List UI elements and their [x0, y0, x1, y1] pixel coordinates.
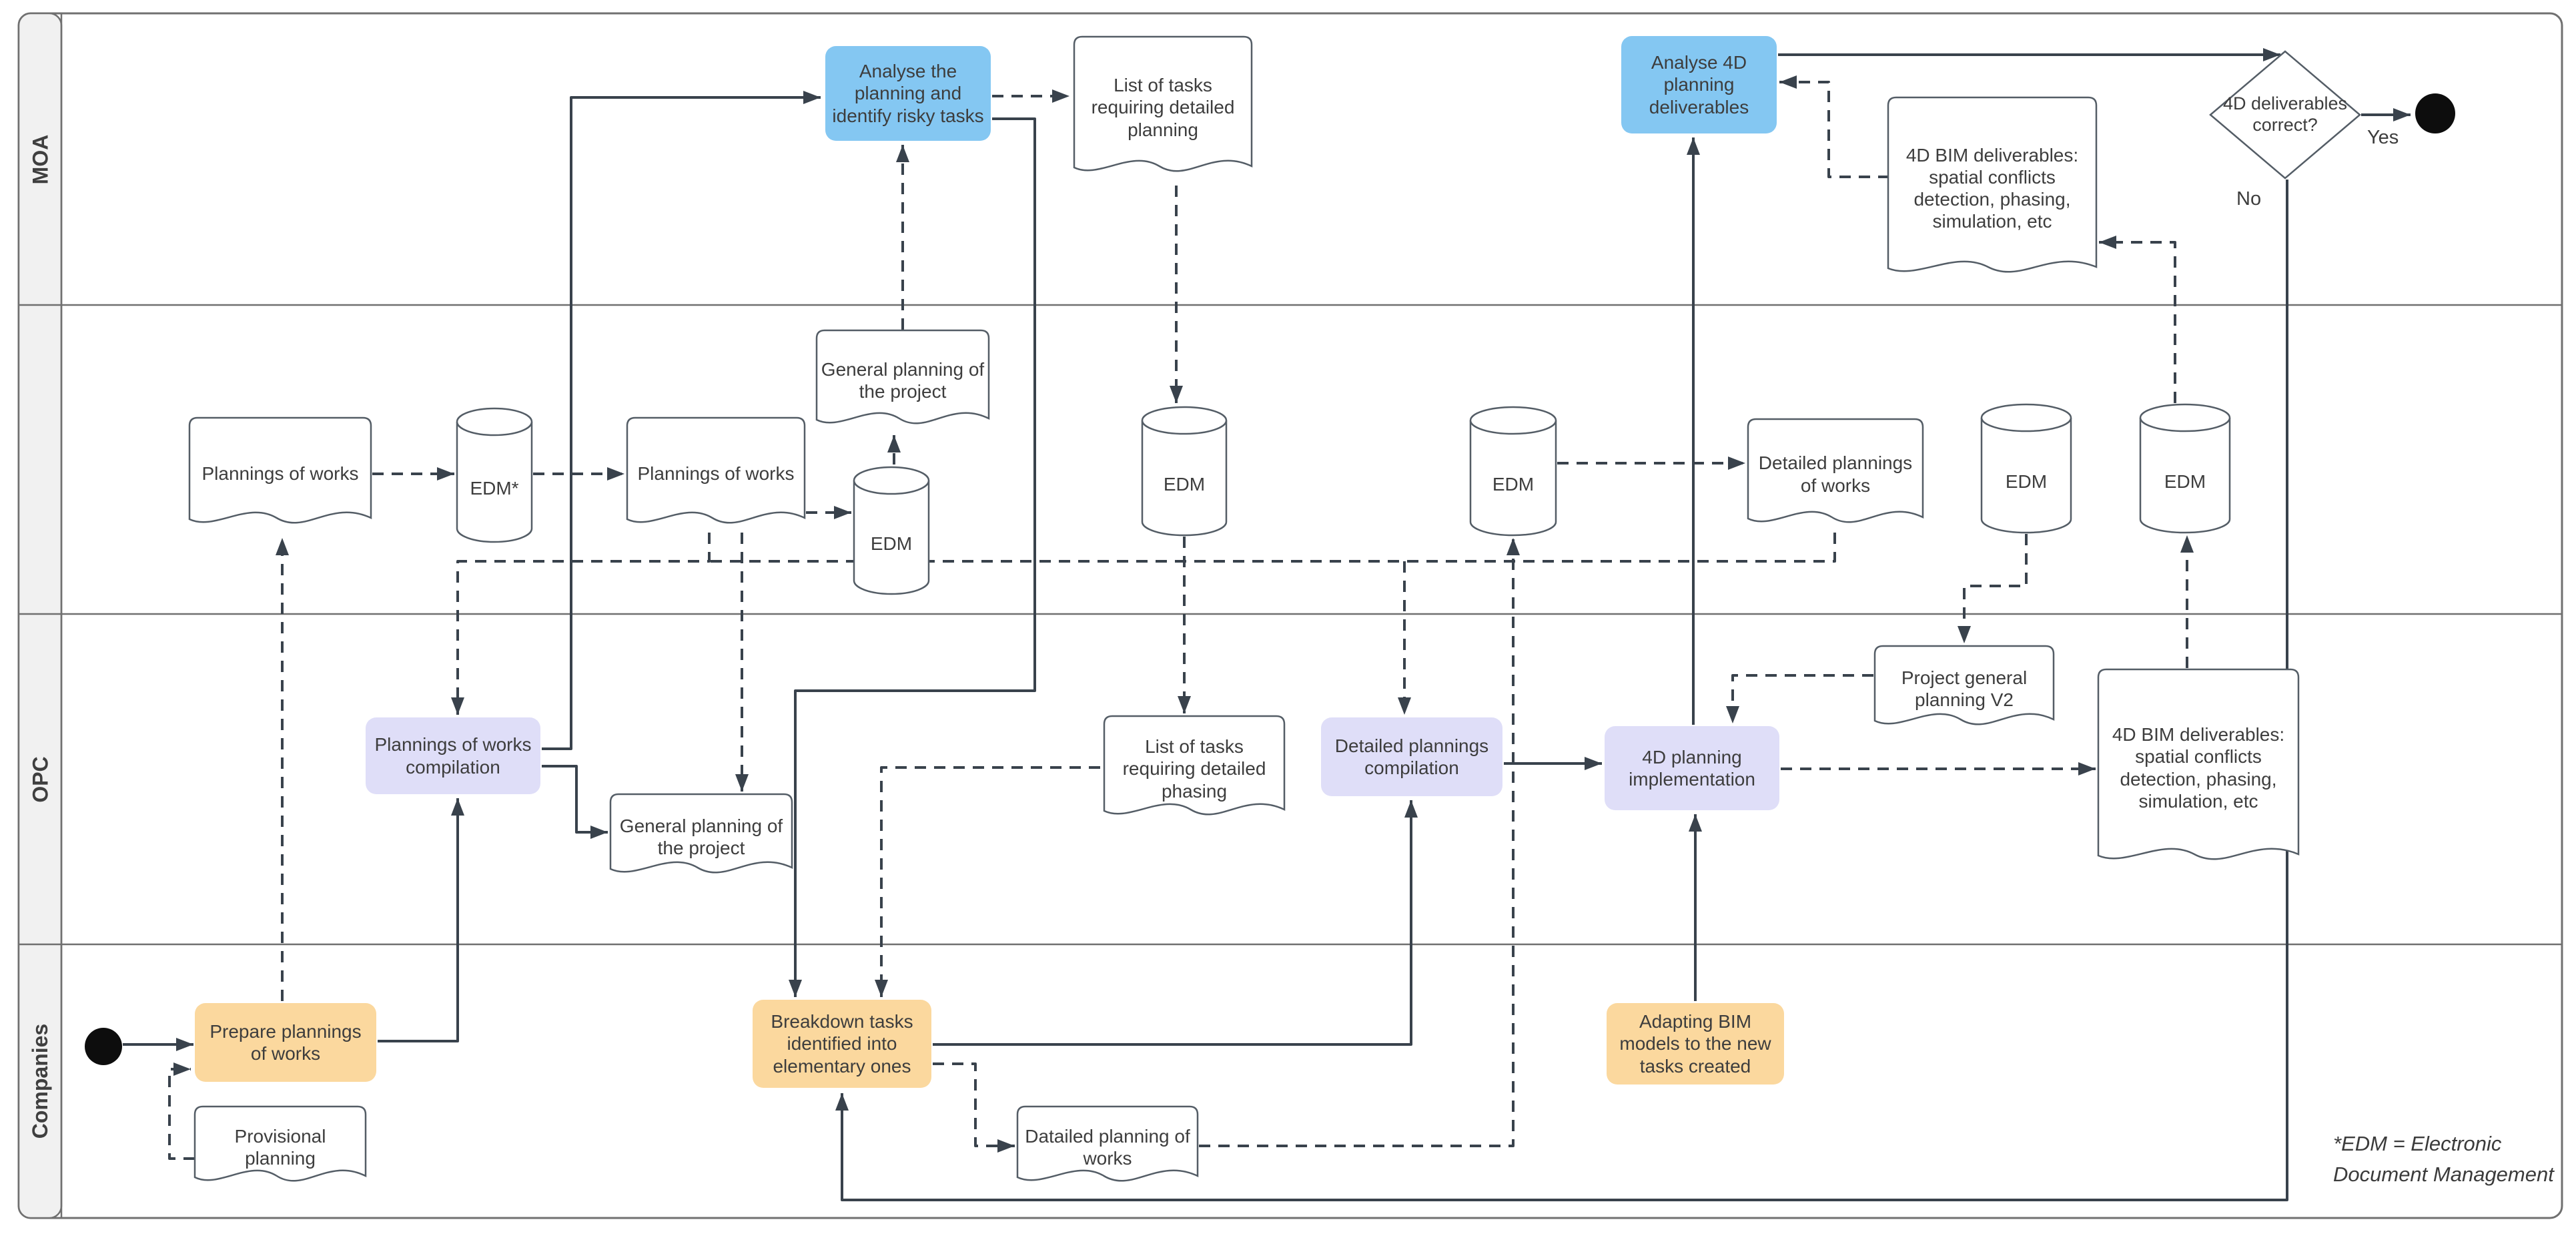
task-adapting-bim-shape[interactable] — [1607, 1003, 1784, 1085]
start-event-shape[interactable] — [85, 1028, 122, 1065]
doc-project-general-planning-v2[interactable]: Project general planning V2 — [1901, 667, 2028, 710]
datastore-edm-4[interactable]: EDM — [1492, 474, 1535, 495]
doc-list-tasks-detailed-phasing-shape[interactable] — [1103, 715, 1286, 816]
doc-4d-bim-deliverables-moa-shape[interactable] — [1887, 96, 2098, 273]
task-analyse-planning[interactable]: Analyse the planning and identify risky … — [832, 61, 984, 126]
label-no: No — [2236, 188, 2262, 210]
edge-breakdown-to-detailed-compilation — [933, 800, 1418, 1046]
doc-4d-bim-deliverables-moa[interactable]: 4D BIM deliverables: spatial conflicts d… — [1905, 144, 2079, 232]
datastore-edm-2-shape[interactable] — [853, 466, 930, 595]
task-prepare-plannings-shape[interactable] — [195, 1003, 376, 1082]
doc-provisional-planning[interactable]: Provisional planning — [234, 1125, 326, 1169]
edge-edm5-to-planning-v2 — [1958, 534, 2028, 643]
doc-4d-bim-deliverables-opc[interactable]: 4D BIM deliverables: spatial conflicts d… — [2112, 724, 2285, 812]
lane-label-edm-row — [19, 305, 61, 614]
edge-bim-moa-to-analyse-4d — [1779, 75, 1889, 178]
task-4d-planning-implementation-shape[interactable] — [1605, 726, 1779, 810]
doc-4d-bim-deliverables-opc-shape[interactable] — [2097, 668, 2300, 860]
task-prepare-plannings[interactable]: Prepare plannings of works — [209, 1020, 362, 1064]
edge-compilation-to-general-planning-opc — [542, 765, 608, 839]
end-event-shape[interactable] — [2415, 93, 2455, 133]
edge-analyse-to-breakdown — [789, 117, 1036, 997]
edge-list-tasks-phasing-to-breakdown — [875, 766, 1100, 997]
doc-list-tasks-detailed-phasing[interactable]: List of tasks requiring detailed phasing — [1122, 736, 1266, 802]
edge-edm6-to-bim-moa — [2099, 236, 2176, 403]
datastore-edm-5-shape[interactable] — [1980, 403, 2072, 534]
task-detailed-plannings-compilation[interactable]: Detailed plannings compilation — [1334, 735, 1489, 778]
doc-general-planning-opc[interactable]: General planning of the project — [619, 815, 783, 858]
doc-detailed-plannings-of-works[interactable]: Detailed plannings of works — [1758, 452, 1913, 496]
doc-provisional-planning-shape[interactable] — [193, 1105, 367, 1182]
doc-datailed-planning-of-works[interactable]: Datailed planning of works — [1025, 1125, 1190, 1169]
edge-provisional-to-prepare — [168, 1062, 195, 1160]
pool-border — [17, 12, 2563, 1219]
doc-list-tasks-detailed-planning-shape[interactable] — [1073, 35, 1253, 172]
task-4d-planning-implementation[interactable]: 4D planning implementation — [1629, 746, 1755, 790]
edge-plannings2-to-compilation — [451, 533, 711, 715]
lane-label-opc: OPC — [27, 755, 52, 803]
task-analyse-4d-deliverables-shape[interactable] — [1621, 36, 1777, 133]
task-breakdown-tasks[interactable]: Breakdown tasks identified into elementa… — [771, 1011, 913, 1076]
doc-detailed-plannings-of-works-shape[interactable] — [1747, 418, 1924, 523]
datastore-edm-5[interactable]: EDM — [2005, 471, 2048, 493]
label-yes: Yes — [2367, 127, 2399, 148]
edge-planning-v2-to-implementation — [1726, 674, 1873, 723]
doc-plannings-of-works-2[interactable]: Plannings of works — [637, 463, 795, 485]
datastore-edm-3-shape[interactable] — [1141, 406, 1228, 537]
datastore-edm-4-shape[interactable] — [1469, 406, 1557, 537]
doc-plannings-of-works-1[interactable]: Plannings of works — [201, 463, 359, 485]
datastore-edm-6[interactable]: EDM — [2164, 471, 2206, 493]
task-breakdown-tasks-shape[interactable] — [753, 1000, 931, 1088]
lane-label-moa: MOA — [27, 134, 52, 184]
edge-breakdown-to-datailed-planning — [933, 1062, 1015, 1153]
edge-compilation-to-analyse — [542, 91, 821, 750]
gateway-4d-deliverables-correct[interactable]: 4D deliverables correct? — [2222, 93, 2348, 135]
footnote-line2: Document Management — [2333, 1163, 2554, 1186]
doc-list-tasks-detailed-planning[interactable]: List of tasks requiring detailed plannin… — [1091, 75, 1235, 140]
doc-general-planning-edm-shape[interactable] — [815, 329, 990, 424]
gateway-4d-deliverables-correct-shape[interactable] — [2209, 50, 2361, 180]
edge-datailed-planning-to-edm4 — [1199, 538, 1520, 1147]
datastore-edm-6-shape[interactable] — [2139, 403, 2231, 534]
edge-detailed-plannings-distribution — [709, 533, 1836, 563]
datastore-edm-2[interactable]: EDM — [870, 533, 913, 555]
footnote-line1: *EDM = Electronic — [2333, 1132, 2502, 1155]
doc-plannings-of-works-2-shape[interactable] — [626, 416, 806, 524]
task-adapting-bim[interactable]: Adapting BIM models to the new tasks cre… — [1619, 1011, 1771, 1076]
datastore-edm-3[interactable]: EDM — [1163, 474, 1206, 495]
task-detailed-plannings-compilation-shape[interactable] — [1321, 717, 1502, 796]
task-analyse-planning-shape[interactable] — [825, 46, 991, 141]
datastore-edm-main[interactable]: EDM* — [470, 478, 519, 499]
doc-general-planning-opc-shape[interactable] — [609, 793, 793, 874]
doc-project-general-planning-v2-shape[interactable] — [1873, 645, 2055, 725]
lane-label-companies: Companies — [27, 1023, 52, 1139]
datastore-edm-main-shape[interactable] — [456, 407, 533, 543]
task-analyse-4d-deliverables[interactable]: Analyse 4D planning deliverables — [1649, 52, 1749, 117]
doc-plannings-of-works-1-shape[interactable] — [188, 416, 372, 524]
doc-general-planning-edm[interactable]: General planning of the project — [821, 358, 985, 402]
task-plannings-compilation[interactable]: Plannings of works compilation — [374, 734, 532, 778]
task-plannings-compilation-shape[interactable] — [366, 717, 540, 794]
doc-datailed-planning-of-works-shape[interactable] — [1016, 1105, 1199, 1182]
edge-prepare-to-compilation — [378, 798, 464, 1042]
